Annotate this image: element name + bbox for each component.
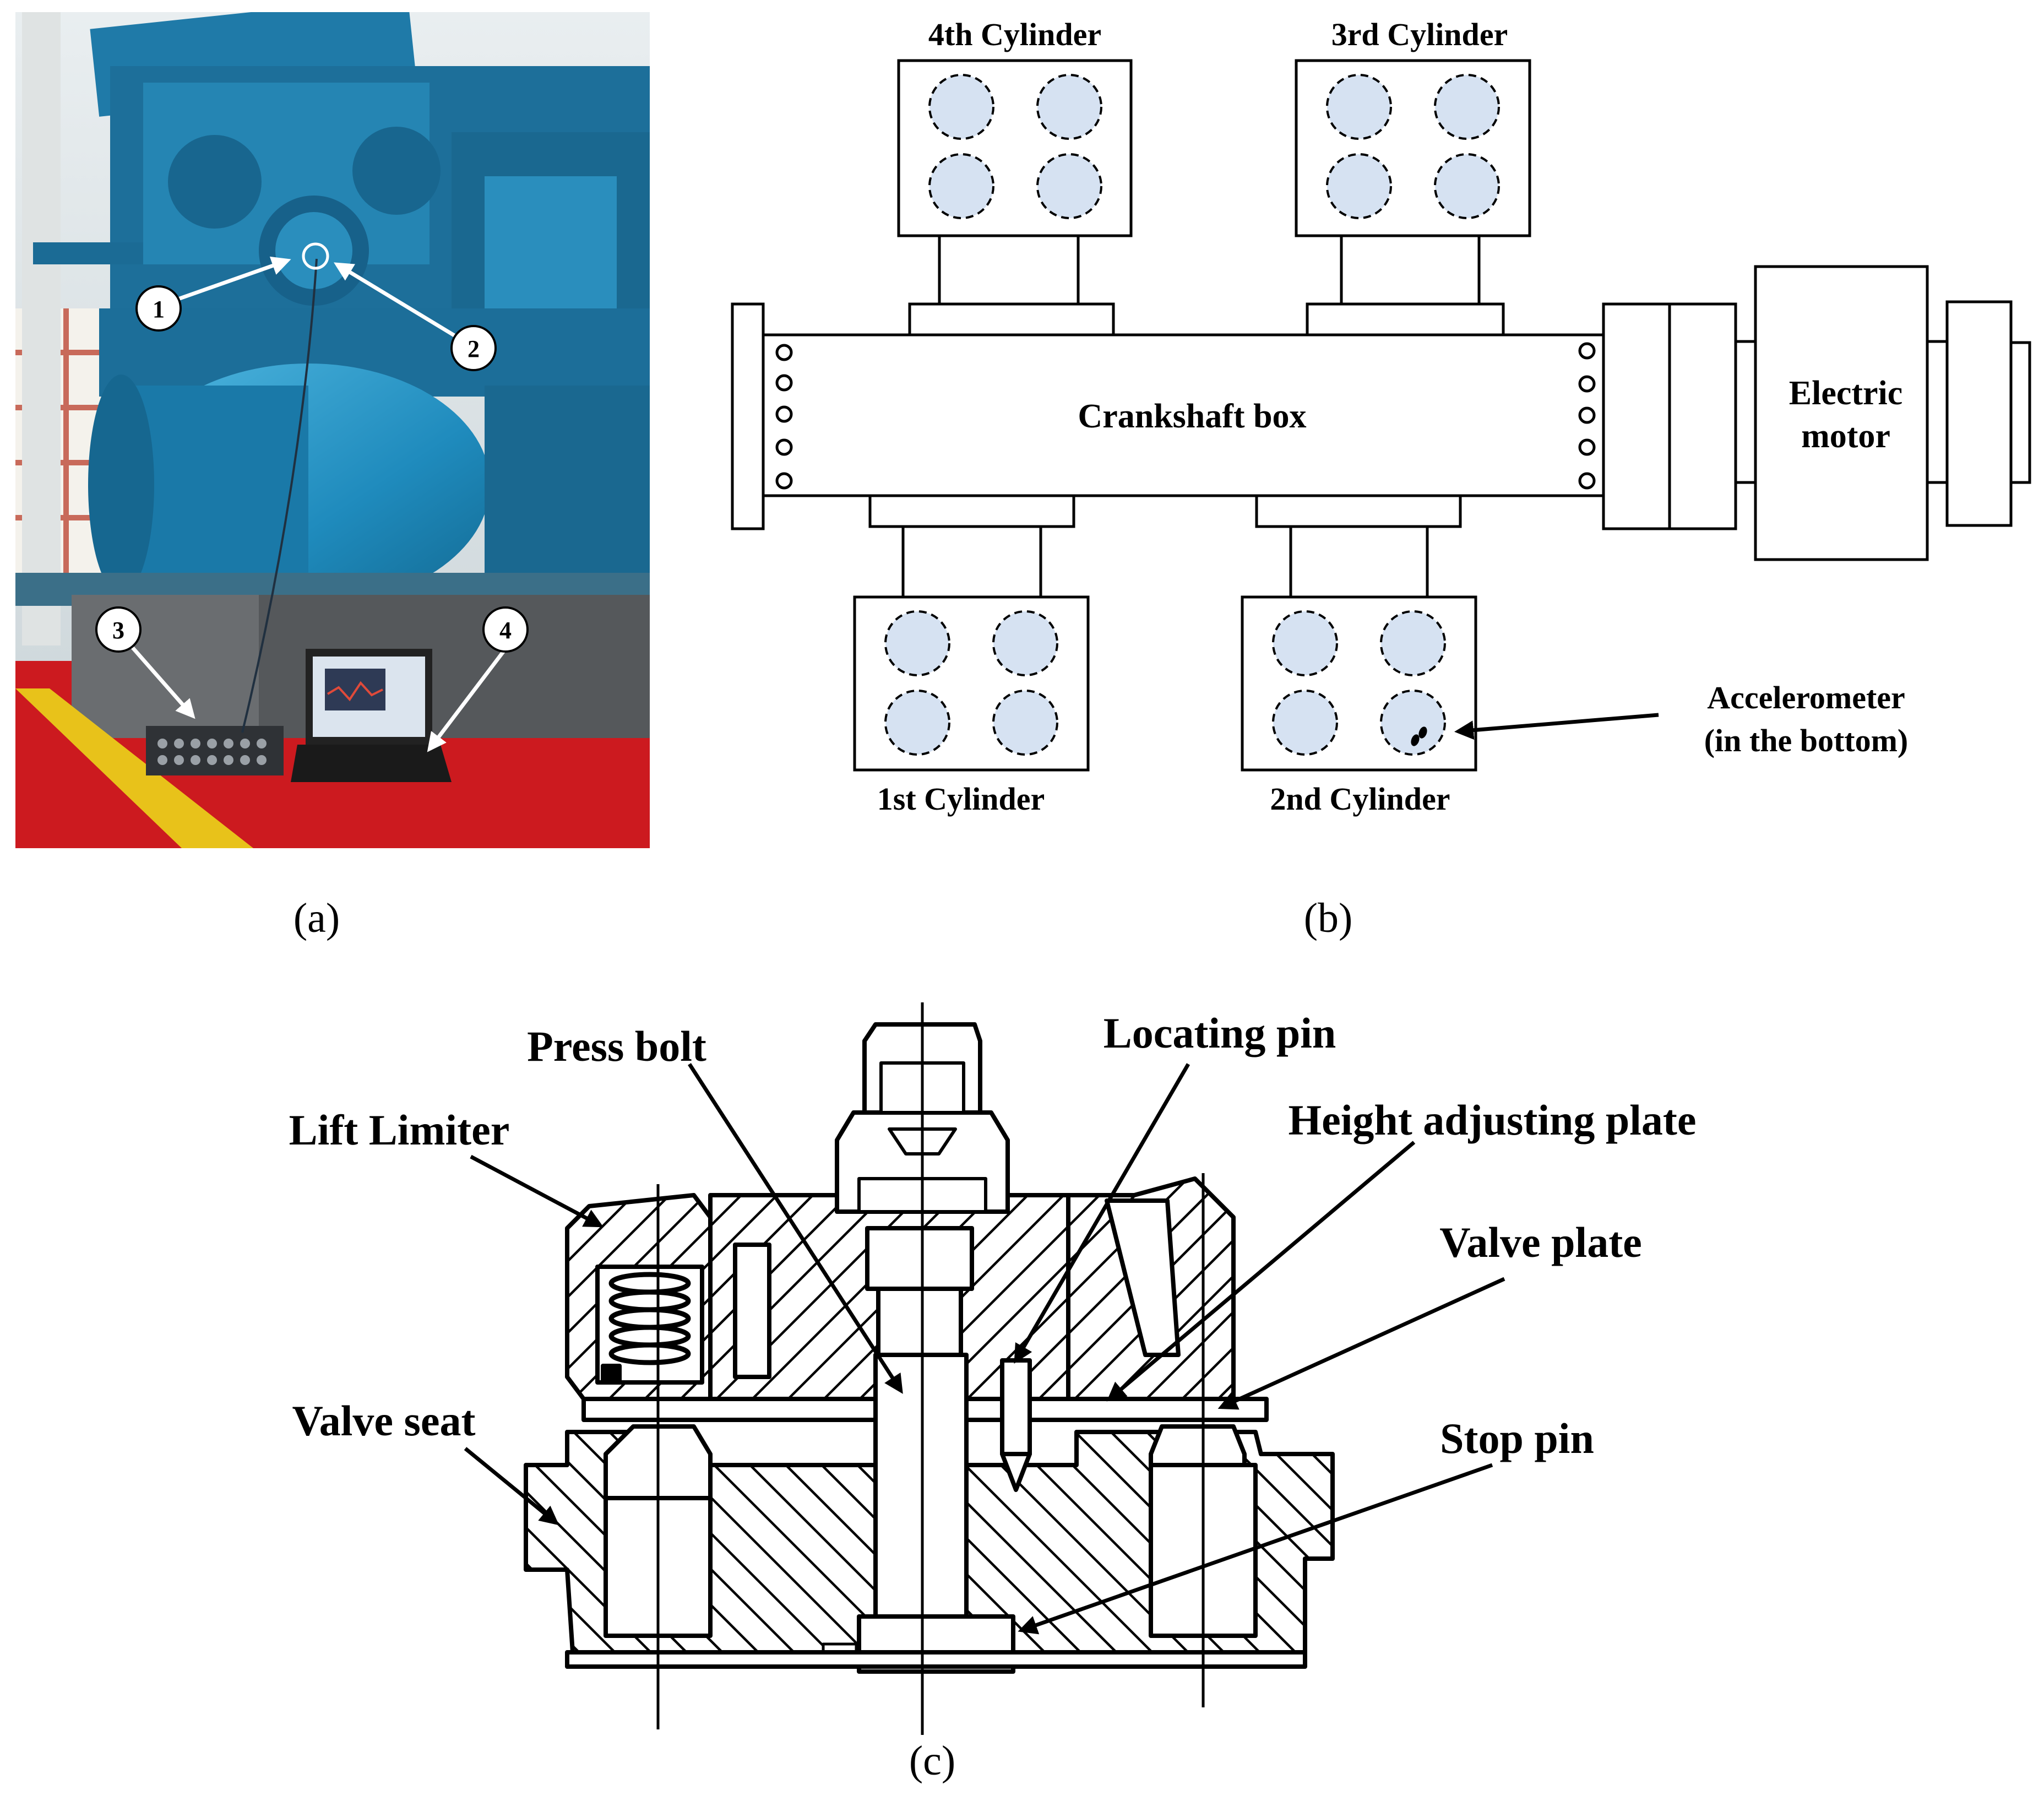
cylinder-1-valve-1 (884, 610, 950, 676)
cylinder-2-valve-4 (1380, 690, 1446, 756)
label-accelerometer-line1: Accelerometer (1707, 680, 1905, 715)
marker-4: 4 (482, 606, 529, 653)
label-motor-line1: Electric (1789, 375, 1903, 412)
svg-text:1: 1 (153, 296, 165, 323)
compressor-machine (15, 12, 650, 738)
label-lift-limiter: Lift Limiter (289, 1106, 510, 1154)
electric-motor (1754, 265, 1929, 561)
cylinder-2 (1241, 595, 1477, 772)
cylinder-2-valve-2 (1380, 610, 1446, 676)
marker-1: 1 (135, 285, 182, 332)
motor-shaft (2009, 341, 2031, 484)
label-crankshaft-box: Crankshaft box (1078, 398, 1306, 435)
cylinder-1-valve-3 (884, 690, 950, 756)
marker-3: 3 (95, 606, 142, 653)
cylinder-1 (853, 595, 1090, 772)
label-4th-cylinder: 4th Cylinder (928, 17, 1101, 52)
pillar (22, 12, 61, 645)
svg-text:2: 2 (467, 335, 480, 362)
sensor-location (302, 242, 329, 270)
left-flange (731, 302, 765, 530)
caption-b: (b) (1304, 895, 1353, 941)
label-valve-plate: Valve plate (1439, 1218, 1642, 1266)
acquisition-device (146, 726, 284, 775)
valve-circles (884, 74, 1500, 756)
label-valve-seat: Valve seat (292, 1397, 476, 1445)
motor-end (1945, 300, 2013, 527)
svg-text:4: 4 (499, 617, 512, 644)
cylinder-3 (1295, 59, 1531, 237)
label-2nd-cylinder: 2nd Cylinder (1270, 781, 1450, 817)
cylinder-3-valve-1 (1326, 74, 1392, 140)
caption-a: (a) (293, 895, 340, 941)
bolt-holes-right (1578, 342, 1596, 490)
cylinder-4-valve-1 (928, 74, 994, 140)
floor-stripe (15, 688, 253, 848)
bolt-holes-left (775, 344, 793, 490)
photo-panel: 1 2 3 4 (15, 12, 650, 848)
cylinder-2-valve-1 (1272, 610, 1338, 676)
label-press-bolt: Press bolt (527, 1022, 706, 1070)
label-1st-cylinder: 1st Cylinder (877, 781, 1045, 817)
label-accelerometer-line2: (in the bottom) (1704, 723, 1909, 758)
laptop (291, 649, 452, 782)
label-stop-pin: Stop pin (1440, 1414, 1594, 1462)
caption-c: (c) (909, 1738, 955, 1784)
accelerometer-arrow (1454, 713, 1659, 740)
label-3rd-cylinder: 3rd Cylinder (1331, 17, 1508, 52)
cylinder-2-valve-3 (1272, 690, 1338, 756)
cylinder-4 (897, 59, 1133, 237)
cylinder-3-valve-3 (1326, 153, 1392, 219)
panel-c-leaders (464, 1063, 1505, 1635)
accelerometer-sensor (1411, 726, 1427, 746)
crankshaft-box (762, 333, 1605, 497)
cylinder-4-valve-4 (1036, 153, 1102, 219)
valve-cross-section (524, 1002, 1335, 1735)
label-height-adjusting-plate: Height adjusting plate (1288, 1096, 1696, 1144)
coupling-1 (1602, 302, 1671, 530)
svg-text:3: 3 (112, 617, 124, 644)
label-motor-line2: motor (1801, 417, 1890, 455)
coupling-2 (1668, 302, 1737, 530)
cylinder-1-valve-4 (992, 690, 1058, 756)
marker-2: 2 (450, 325, 497, 371)
cylinder-4-valve-2 (1036, 74, 1102, 140)
cylinder-3-valve-4 (1434, 153, 1500, 219)
sensor-cable (241, 258, 318, 733)
cylinder-4-valve-3 (928, 153, 994, 219)
cylinder-1-valve-2 (992, 610, 1058, 676)
cylinder-3-valve-2 (1434, 74, 1500, 140)
label-locating-pin: Locating pin (1103, 1009, 1336, 1057)
